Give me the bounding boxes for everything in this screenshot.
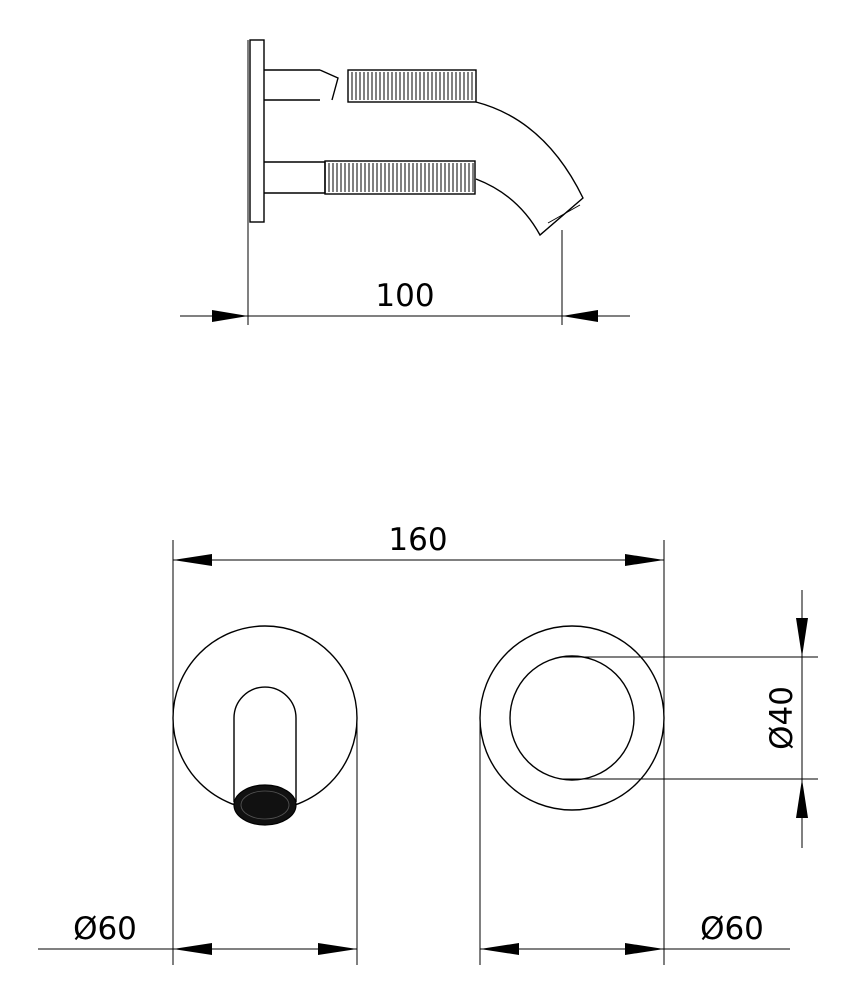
front-view: 160 Ø40 Ø60 Ø60 (38, 522, 818, 965)
arrow-spacing-right (625, 554, 664, 566)
wall-plate-side (249, 39, 265, 223)
upper-knurled-sleeve (347, 69, 477, 103)
arrow-left-plate-left (173, 943, 212, 955)
side-view: 100 (180, 39, 630, 325)
lower-connector (264, 161, 326, 194)
spout-outlet (539, 197, 584, 236)
upper-connector (264, 69, 339, 101)
dimension-length: 100 (375, 278, 434, 314)
dimension-spacing: 160 (388, 522, 447, 558)
dimension-left-plate-diameter: Ø60 (73, 911, 137, 947)
arrow-left-plate-right (318, 943, 357, 955)
left-rosette (172, 625, 358, 811)
arrow-outlet-bottom (796, 779, 808, 818)
arrow-length-left (212, 310, 248, 322)
dimension-outlet-diameter: Ø40 (764, 686, 800, 750)
arrow-outlet-top (796, 618, 808, 657)
spout-front-outline (233, 686, 297, 802)
dimension-right-plate-diameter: Ø60 (700, 911, 764, 947)
spout (475, 101, 584, 237)
arrow-right-plate-left (480, 943, 519, 955)
handle-knob (509, 655, 635, 781)
right-rosette (479, 625, 665, 811)
arrow-length-right (562, 310, 598, 322)
arrow-right-plate-right (625, 943, 664, 955)
lower-knurled-sleeve (324, 160, 476, 195)
arrow-spacing-left (173, 554, 212, 566)
spout-aerator (233, 784, 297, 826)
spout-aerator-mesh (240, 790, 290, 820)
